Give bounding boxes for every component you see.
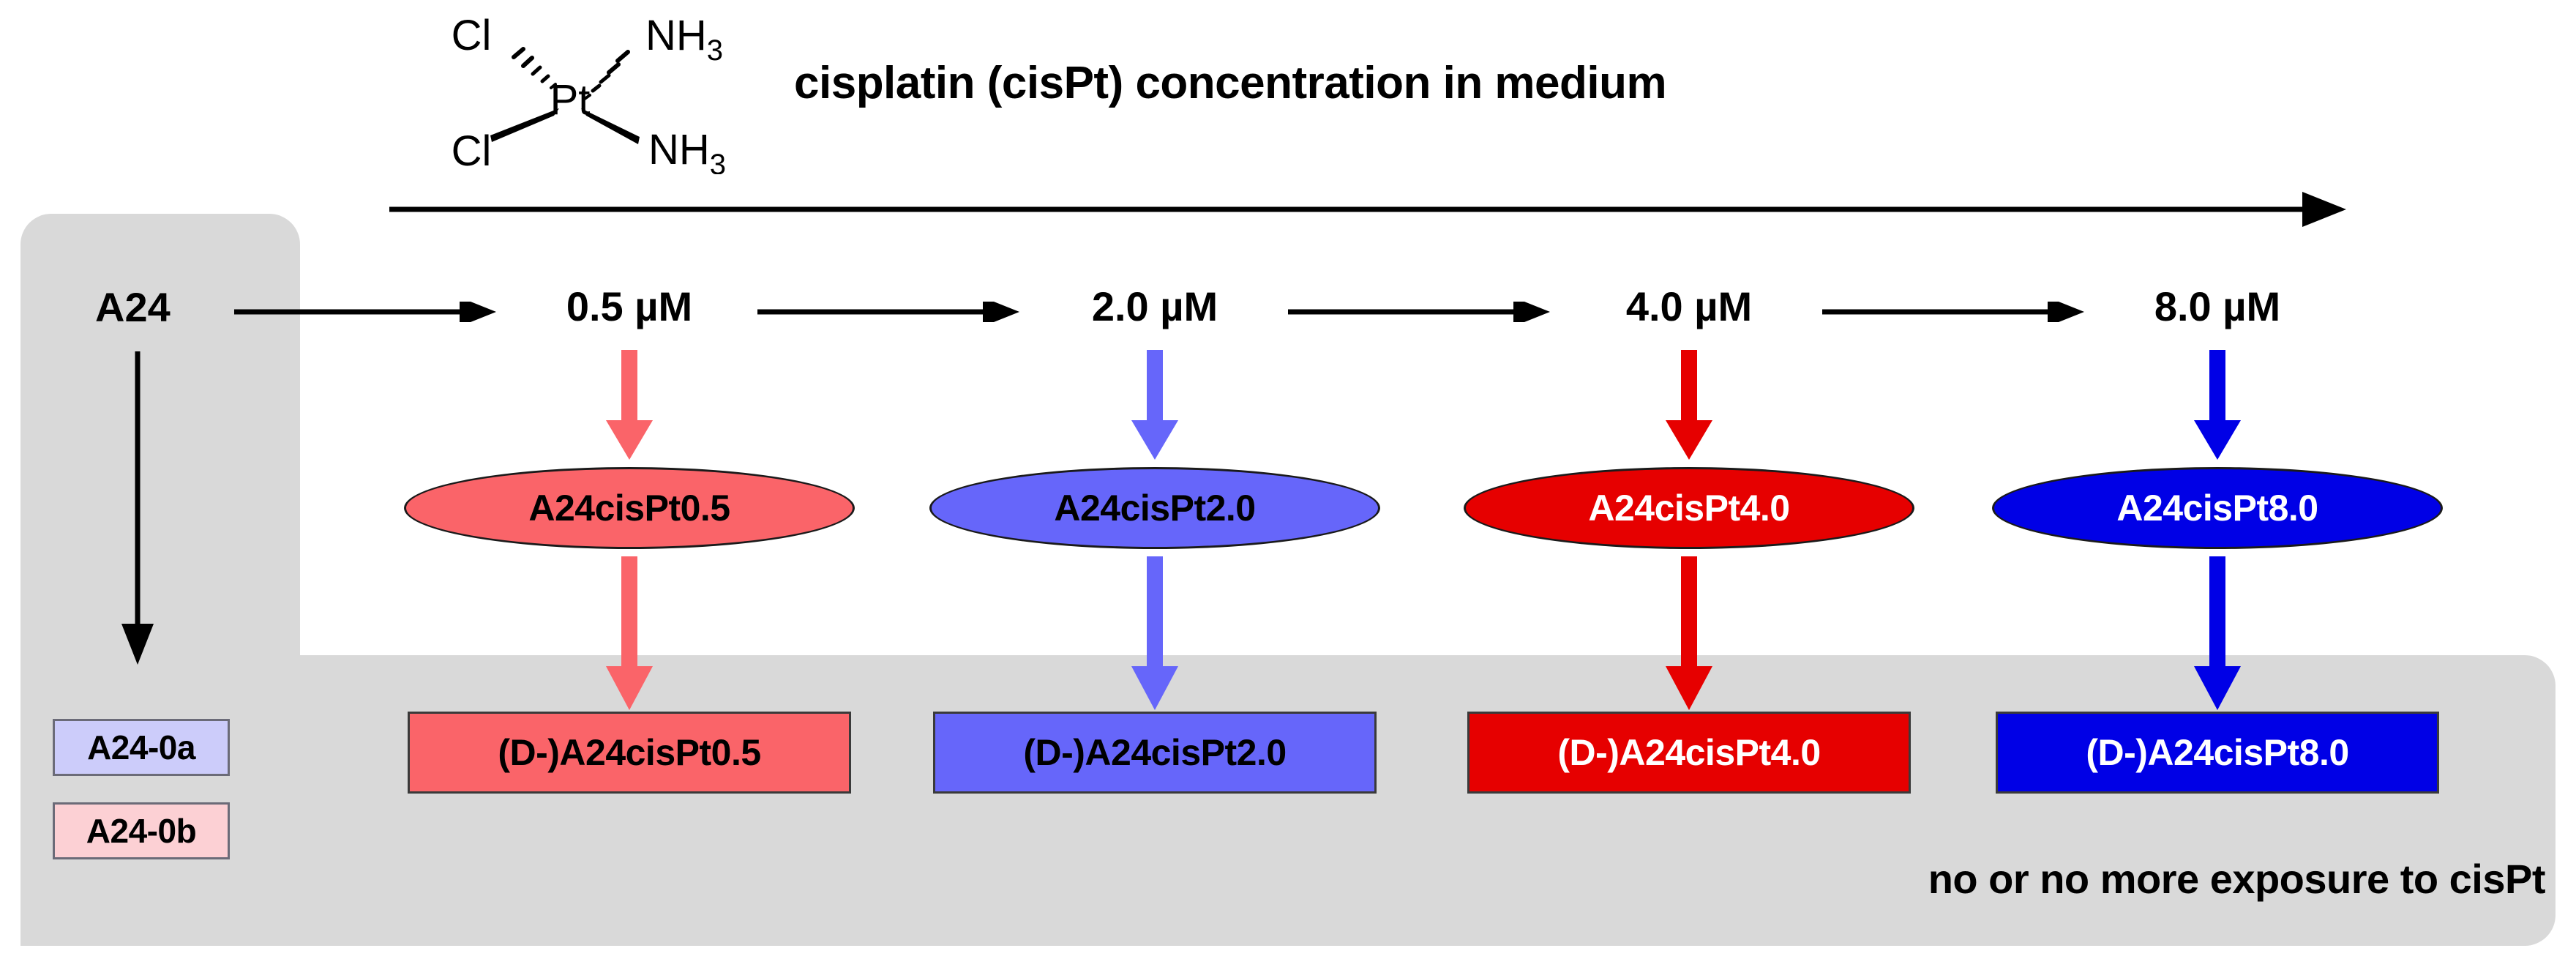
- arrow-ellipse-1-to-rect-1: [603, 556, 656, 712]
- arrow-a24-to-conc-1: [234, 297, 498, 326]
- arrow-conc-1-to-conc-2: [757, 297, 1021, 326]
- concentration-label-3: 4.0 µM: [1625, 283, 1753, 329]
- svg-text:Cl: Cl: [452, 127, 492, 174]
- arrow-ellipse-2-to-rect-2: [1128, 556, 1181, 712]
- arrow-conc-2-to-ellipse-2: [1128, 350, 1181, 461]
- control-box-label-0a: A24-0a: [87, 728, 195, 766]
- no-exposure-caption: no or no more exposure to cisPt: [1928, 856, 2546, 902]
- control-box-a24-0b[interactable]: A24-0b: [53, 802, 230, 859]
- svg-text:NH3: NH3: [648, 126, 726, 174]
- arrow-a24-to-controls: [116, 351, 160, 666]
- concentration-row: 0.5 µM 2.0 µM 4.0 µM 8.0 µM: [0, 282, 2576, 333]
- arrow-ellipse-4-to-rect-4: [2191, 556, 2244, 712]
- svg-text:Pt: Pt: [550, 76, 591, 124]
- control-box-label-0b: A24-0b: [86, 812, 197, 850]
- no-exposure-panel: [20, 655, 2556, 946]
- derived-subline-rect-1[interactable]: (D-)A24cisPt0.5: [408, 712, 851, 794]
- derived-subline-label-1: (D-)A24cisPt0.5: [498, 732, 761, 773]
- svg-text:Cl: Cl: [452, 12, 492, 59]
- svg-text:NH3: NH3: [645, 12, 723, 67]
- subline-ellipse-label-1: A24cisPt0.5: [528, 488, 730, 529]
- concentration-label-4: 8.0 µM: [2154, 283, 2281, 329]
- arrow-conc-1-to-ellipse-1: [603, 350, 656, 461]
- derived-subline-rect-2[interactable]: (D-)A24cisPt2.0: [933, 712, 1377, 794]
- concentration-label-2: 2.0 µM: [1091, 283, 1218, 329]
- derived-subline-label-3: (D-)A24cisPt4.0: [1557, 732, 1821, 773]
- subline-ellipse-3[interactable]: A24cisPt4.0: [1464, 467, 1914, 549]
- cisplatin-structure-icon: Cl Cl Pt NH3 NH3: [404, 6, 748, 174]
- arrow-ellipse-3-to-rect-3: [1663, 556, 1715, 712]
- diagram-title: cisplatin (cisPt) concentration in mediu…: [794, 58, 1667, 108]
- subline-ellipse-4[interactable]: A24cisPt8.0: [1992, 467, 2443, 549]
- subline-ellipse-label-2: A24cisPt2.0: [1054, 488, 1256, 529]
- subline-ellipse-1[interactable]: A24cisPt0.5: [404, 467, 855, 549]
- subline-ellipse-2[interactable]: A24cisPt2.0: [929, 467, 1380, 549]
- increasing-concentration-arrow: [388, 189, 2349, 230]
- arrow-conc-3-to-conc-4: [1822, 297, 2086, 326]
- derived-subline-rect-4[interactable]: (D-)A24cisPt8.0: [1996, 712, 2439, 794]
- subline-ellipse-label-4: A24cisPt8.0: [2116, 488, 2318, 529]
- arrow-conc-3-to-ellipse-3: [1663, 350, 1715, 461]
- arrow-conc-4-to-ellipse-4: [2191, 350, 2244, 461]
- parent-cellline-label: A24: [95, 284, 171, 330]
- arrow-conc-2-to-conc-3: [1288, 297, 1551, 326]
- derived-subline-label-4: (D-)A24cisPt8.0: [2086, 732, 2349, 773]
- derived-subline-label-2: (D-)A24cisPt2.0: [1023, 732, 1287, 773]
- derived-subline-rect-3[interactable]: (D-)A24cisPt4.0: [1467, 712, 1911, 794]
- control-box-a24-0a[interactable]: A24-0a: [53, 719, 230, 776]
- subline-ellipse-label-3: A24cisPt4.0: [1588, 488, 1790, 529]
- concentration-label-1: 0.5 µM: [566, 283, 693, 329]
